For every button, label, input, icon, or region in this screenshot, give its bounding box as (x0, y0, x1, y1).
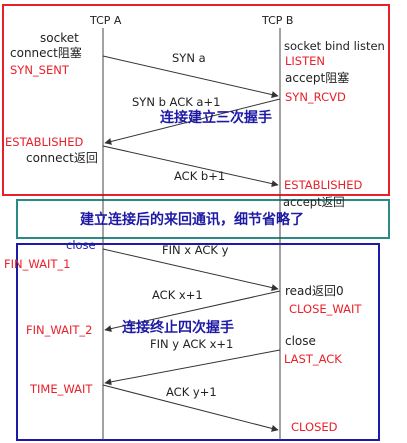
handshake-frame (2, 4, 390, 196)
middle-frame (16, 199, 390, 239)
b-accept-block: accept阻塞 (285, 70, 349, 85)
a-fin-wait-2: FIN_WAIT_2 (26, 323, 92, 337)
a-connect-return: connect返回 (26, 151, 98, 165)
msg-fin-y: FIN y ACK x+1 (150, 337, 233, 351)
arrow-ack-x (104, 290, 281, 333)
b-listen: LISTEN (285, 54, 325, 68)
b-close: close (285, 334, 316, 348)
handshake-title: 连接建立三次握手 (160, 109, 272, 126)
termination-frame (16, 243, 380, 441)
b-read-return0: read返回0 (285, 284, 344, 298)
a-socket: socket (40, 31, 79, 45)
b-close-wait: CLOSE_WAIT (289, 302, 362, 316)
b-accept-return: accept返回 (283, 195, 345, 209)
middle-text: 建立连接后的来回通讯，细节省略了 (80, 211, 304, 228)
msg-ack-y: ACK y+1 (166, 385, 217, 399)
termination-title: 连接终止四次握手 (122, 319, 234, 336)
arrow-fin-y (104, 349, 281, 386)
arrow-fin-x (102, 248, 279, 292)
a-syn-sent: SYN_SENT (10, 63, 70, 77)
column-a-label: TCP A (89, 14, 122, 27)
arrow-syn (102, 55, 279, 99)
arrow-ack (102, 145, 279, 188)
a-fin-wait-1: FIN_WAIT_1 (4, 257, 70, 271)
a-close: close (66, 238, 96, 252)
b-closed: CLOSED (291, 420, 338, 434)
msg-syn: SYN a (172, 51, 206, 65)
msg-ack-x: ACK x+1 (152, 288, 203, 302)
a-connect-block: connect阻塞 (10, 45, 82, 60)
arrow-ack-y (102, 384, 279, 432)
arrow-synack (104, 98, 281, 145)
a-established: ESTABLISHED (5, 135, 83, 149)
msg-fin-x: FIN x ACK y (162, 243, 229, 257)
a-time-wait: TIME_WAIT (29, 382, 93, 396)
msg-synack: SYN b ACK a+1 (132, 95, 220, 109)
b-socket-bind-listen: socket bind listen (284, 39, 385, 53)
b-established: ESTABLISHED (284, 178, 362, 192)
b-last-ack: LAST_ACK (284, 352, 342, 366)
b-syn-rcvd: SYN_RCVD (285, 90, 346, 104)
column-b-label: TCP B (261, 14, 293, 27)
msg-ack: ACK b+1 (174, 169, 225, 183)
